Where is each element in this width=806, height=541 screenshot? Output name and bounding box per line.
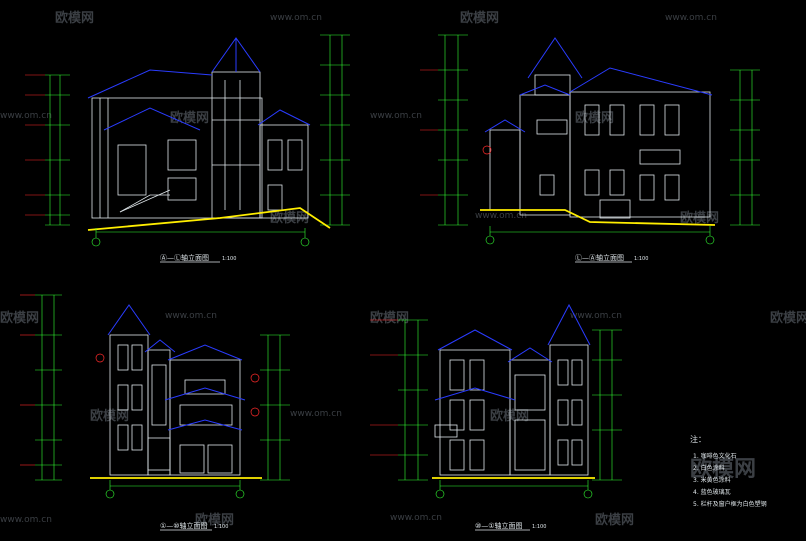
watermark-url: www.om.cn: [370, 111, 422, 121]
watermark-brand: 欧模网: [370, 310, 409, 326]
level-markers-left: [420, 69, 438, 196]
elevation-title: Ⓐ—Ⓛ轴立面图: [160, 253, 209, 262]
watermark-url: www.om.cn: [0, 111, 52, 121]
building-outline: [91, 71, 309, 219]
dimension-chain-right: [592, 329, 622, 481]
watermark-url: www.om.cn: [475, 211, 527, 221]
elevation-10-1: ⑩—①轴立面图 1:100: [370, 303, 622, 531]
elevation-title: ①—⑩轴立面图: [160, 521, 208, 530]
watermark-brand: 欧模网: [575, 110, 614, 126]
watermark-url: www.om.cn: [165, 311, 217, 321]
roof-lines: [434, 303, 591, 401]
elevation-scale: 1:100: [634, 256, 648, 262]
dimension-chain-left: [45, 74, 70, 226]
watermark-layer: 欧模网 www.om.cn 欧模网 www.om.cn www.om.cn 欧模…: [0, 10, 806, 528]
level-markers-left: [370, 319, 398, 456]
note-item: 2. 白色涂料: [693, 464, 725, 472]
elevation-scale: 1:100: [532, 524, 546, 530]
elevation-scale: 1:100: [214, 524, 228, 530]
watermark-brand: 欧模网: [170, 110, 209, 126]
watermark-url: www.om.cn: [665, 13, 717, 23]
section-markers: [482, 145, 492, 155]
notes-heading: 注：: [690, 434, 706, 444]
watermark-url: www.om.cn: [290, 409, 342, 419]
dimension-chain-left: [398, 319, 428, 481]
watermark-brand: 欧模网: [680, 210, 719, 226]
roof-lines: [484, 37, 713, 133]
axis-bubbles: [485, 226, 715, 245]
watermark-url: www.om.cn: [270, 13, 322, 23]
watermark-url: www.om.cn: [570, 311, 622, 321]
note-item: 4. 蓝色玻璃瓦: [693, 488, 731, 496]
elevation-title: ⑩—①轴立面图: [475, 521, 523, 530]
building-outline: [109, 334, 241, 476]
axis-bubbles: [91, 228, 310, 247]
dimension-chain-right: [260, 334, 290, 481]
elevation-a-l: Ⓐ—Ⓛ轴立面图 1:100: [25, 34, 350, 263]
watermark-brand: 欧模网: [55, 10, 94, 26]
watermark-brand: 欧模网: [90, 408, 129, 424]
level-markers-left: [25, 74, 45, 216]
note-item: 1. 咖啡色文化石: [693, 452, 737, 460]
axis-bubbles: [435, 480, 593, 499]
building-outline: [434, 344, 589, 476]
dimension-chain-right: [730, 69, 760, 226]
watermark-brand: 欧模网: [460, 10, 499, 26]
watermark-url: www.om.cn: [390, 513, 442, 523]
watermark-brand: 欧模网: [770, 310, 806, 326]
dimension-chain-right: [320, 34, 350, 226]
roof-lines: [107, 304, 246, 431]
elevation-l-a: Ⓛ—Ⓐ轴立面图 1:100: [420, 34, 760, 263]
building-outline: [489, 74, 711, 219]
dimension-chain-left: [35, 294, 62, 481]
level-markers-left: [20, 294, 35, 466]
dimension-chain-left: [438, 34, 468, 226]
axis-bubbles: [105, 480, 245, 499]
note-item: 5. 栏杆及窗户框为白色塑钢: [693, 500, 767, 508]
watermark-url: www.om.cn: [0, 515, 52, 525]
roof-lines: [87, 37, 311, 131]
ground-line: [480, 209, 716, 226]
watermark-brand: 欧模网: [195, 512, 234, 528]
elevation-1-10: ①—⑩轴立面图 1:100: [20, 294, 290, 531]
ground-line: [87, 207, 331, 231]
watermark-brand: 欧模网: [595, 512, 634, 528]
elevation-scale: 1:100: [222, 256, 236, 262]
watermark-brand: 欧模网: [0, 310, 39, 326]
note-item: 3. 米黄色涂料: [693, 476, 731, 484]
section-markers: [95, 353, 260, 417]
watermark-brand-large: 欧模网: [690, 456, 756, 482]
elevation-title: Ⓛ—Ⓐ轴立面图: [575, 253, 624, 262]
material-notes: 注： 1. 咖啡色文化石 2. 白色涂料 3. 米黄色涂料 4. 蓝色玻璃瓦 5…: [690, 434, 767, 508]
